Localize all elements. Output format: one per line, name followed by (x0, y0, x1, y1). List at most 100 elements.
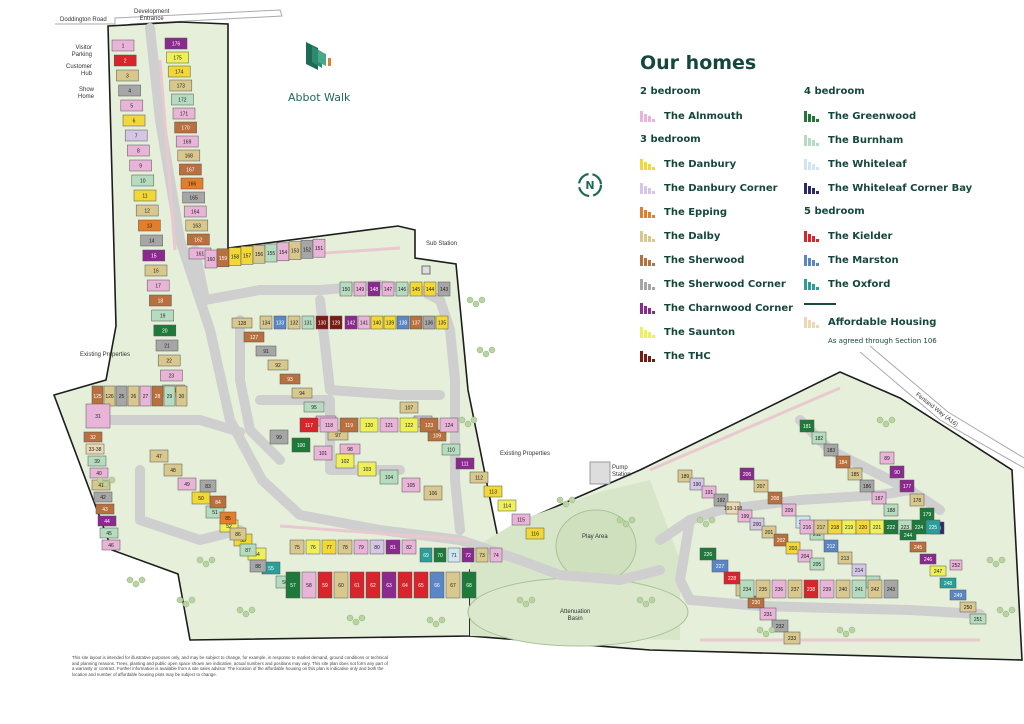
tree (102, 480, 110, 488)
plot: 201 (761, 525, 777, 539)
plot: 114 (497, 499, 517, 512)
tree (842, 630, 850, 638)
plot-house (255, 345, 277, 357)
plot: 89 (879, 451, 895, 465)
development-entrance-label: Development Entrance (134, 9, 170, 22)
tree (182, 600, 190, 608)
plot-number: 243 (887, 587, 896, 593)
plot: 101 (313, 445, 333, 461)
plot-house (303, 401, 325, 413)
plot-house (761, 525, 777, 539)
tree (556, 496, 564, 504)
plot-house (101, 539, 121, 551)
plot-number: 191 (705, 490, 714, 496)
plot: 202 (773, 533, 789, 547)
plot-number: 239 (823, 587, 832, 593)
tree (438, 616, 446, 624)
plot-number: 87 (245, 548, 251, 554)
plot-house (949, 559, 963, 571)
plot: 228 (723, 571, 741, 585)
plot: 84 (209, 495, 227, 509)
development-name: Abbot Walk (288, 91, 351, 104)
plot-house (279, 373, 301, 385)
plot-house (209, 495, 227, 509)
plot-number: 169 (183, 140, 192, 146)
plot-number: 13 (147, 224, 153, 230)
plot-number: 93 (287, 377, 293, 383)
tree (848, 626, 856, 634)
plot-house (497, 499, 517, 512)
plot-house (851, 579, 867, 599)
plot-house (787, 579, 803, 599)
plot-house (142, 249, 166, 262)
plot-house (339, 417, 359, 433)
plot-number: 154 (279, 250, 288, 256)
plot: 12 (135, 204, 159, 217)
plot-number: 214 (855, 568, 864, 574)
plot: 70 (433, 547, 447, 563)
plot-house (185, 219, 209, 232)
plot: 187 (871, 491, 887, 505)
plot-house (409, 281, 423, 297)
plot-number: 107 (405, 406, 414, 412)
plot: 65 (413, 571, 429, 599)
plot-house (783, 631, 801, 645)
plot: 25 (115, 385, 128, 407)
plot-number: 33-38 (89, 447, 102, 453)
plot-number: 185 (851, 472, 860, 478)
plot-number: 77 (326, 545, 332, 551)
tree (568, 496, 576, 504)
plot: 21 (155, 339, 179, 352)
plot-number: 42 (100, 495, 106, 501)
plot-number: 52 (226, 524, 232, 530)
plot-house (969, 613, 987, 625)
legend-item-label: Affordable Housing (828, 317, 937, 328)
plot-number: 173 (177, 84, 186, 90)
plot: 155 (264, 243, 278, 263)
plot: 144 (423, 281, 437, 297)
plot-number: 78 (342, 545, 348, 551)
plot-house (396, 315, 410, 330)
plot: 85 (219, 511, 237, 525)
plot: 28 (151, 385, 164, 407)
plot: 9 (129, 159, 152, 172)
plot-house (177, 477, 197, 491)
plot-house (122, 114, 146, 127)
plot: 91 (255, 345, 277, 357)
plot-house (113, 54, 137, 67)
plot-house (317, 571, 333, 599)
plot: 123 (419, 417, 439, 433)
legend-section-heading: 2 bedroom (640, 86, 701, 97)
plot-number: 30 (179, 394, 185, 400)
tree (696, 516, 704, 524)
plot-number: 201 (765, 530, 774, 536)
plot-number: 206 (743, 472, 752, 478)
plot: 48 (163, 463, 183, 477)
plot-number: 249 (954, 593, 963, 599)
legend-item-label: The Saunton (664, 327, 736, 338)
plot-house (835, 455, 851, 469)
plot-house (379, 417, 399, 433)
plot: 142 (344, 315, 358, 330)
plot-number: 133 (276, 321, 285, 327)
plot-number: 230 (752, 600, 761, 606)
house-type-swatch-icon (640, 231, 655, 242)
plot-number: 15 (151, 254, 157, 260)
plot-house (773, 533, 789, 547)
plot-house (445, 571, 461, 599)
plot: 105 (401, 477, 421, 493)
plot-house (439, 417, 459, 433)
plot-house (401, 539, 417, 555)
tree (998, 556, 1006, 564)
plot: 61 (349, 571, 365, 599)
north-compass-icon: N (577, 172, 603, 198)
plot-number: 19 (160, 314, 166, 320)
plot: 98 (339, 443, 361, 455)
plot-house (118, 84, 141, 97)
plot-house (461, 571, 477, 599)
plot-number: 64 (402, 583, 408, 589)
plot-number: 125 (93, 394, 102, 400)
plot-number: 244 (904, 533, 913, 539)
plot-number: 224 (915, 525, 924, 531)
plot-house (259, 315, 273, 330)
